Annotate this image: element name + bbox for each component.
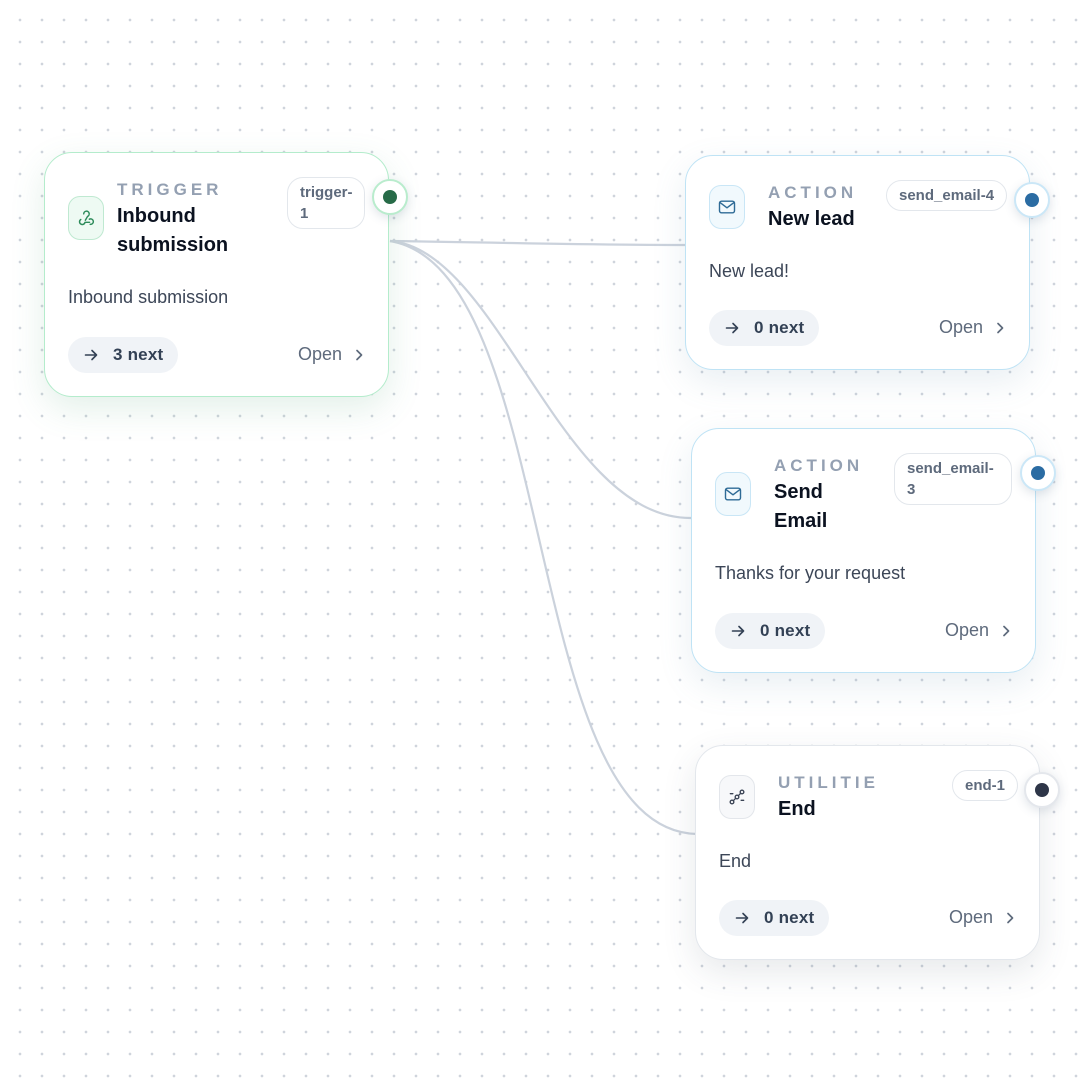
node-kind: TRIGGER xyxy=(117,180,223,199)
next-count-pill[interactable]: 3 next xyxy=(68,337,179,373)
chevron-right-icon xyxy=(1007,912,1014,923)
node-kind: ACTION xyxy=(768,183,858,202)
open-label: Open xyxy=(944,620,989,640)
output-handle-dot xyxy=(1031,466,1045,480)
arrow-right-icon xyxy=(735,912,749,924)
next-count-pill[interactable]: 0 next xyxy=(709,310,820,346)
output-handle[interactable] xyxy=(372,179,408,215)
output-handle[interactable] xyxy=(1014,182,1050,218)
node-action-new-lead[interactable]: ACTION New lead send_email-4 New lead! 0… xyxy=(685,155,1050,370)
next-count-label: 0 next xyxy=(760,621,811,640)
mail-icon-box xyxy=(709,185,745,229)
node-id-badge: end-1 xyxy=(952,770,1019,801)
node-title: End xyxy=(778,798,816,820)
route-icon-box xyxy=(719,775,755,819)
node-description: End xyxy=(719,851,752,871)
arrow-right-icon xyxy=(84,349,98,361)
node-kind: ACTION xyxy=(774,456,864,475)
next-count-pill[interactable]: 0 next xyxy=(719,900,830,936)
open-label: Open xyxy=(297,344,342,364)
node-kind: UTILITIE xyxy=(778,773,879,792)
arrow-right-icon xyxy=(731,625,745,637)
node-trigger-inbound-submission[interactable]: TRIGGER Inbound submission trigger-1 Inb… xyxy=(44,152,408,397)
open-button[interactable]: Open xyxy=(298,344,364,365)
node-title: Inbound submission xyxy=(117,205,229,256)
output-handle-dot xyxy=(1035,783,1049,797)
webhook-icon xyxy=(78,210,95,226)
output-handle-dot xyxy=(383,190,397,204)
mail-icon xyxy=(718,200,736,214)
mail-icon xyxy=(724,487,742,501)
open-label: Open xyxy=(938,317,983,337)
node-id-badge: trigger-1 xyxy=(287,177,365,229)
route-icon xyxy=(729,789,745,805)
webhook-icon-box xyxy=(68,196,104,240)
open-button[interactable]: Open xyxy=(949,907,1015,928)
node-id-badge: send_email-4 xyxy=(886,180,1008,211)
node-description: Inbound submission xyxy=(68,287,229,307)
node-title: New lead xyxy=(768,208,855,230)
node-id-badge: send_email-3 xyxy=(894,453,1012,505)
arrow-right-icon xyxy=(725,322,739,334)
edge-trigger-to-send-email[interactable] xyxy=(389,239,693,520)
node-description: New lead! xyxy=(709,261,790,281)
next-count-label: 3 next xyxy=(113,345,164,364)
next-count-label: 0 next xyxy=(764,908,815,927)
output-handle[interactable] xyxy=(1024,772,1060,808)
open-button[interactable]: Open xyxy=(945,620,1011,641)
node-action-send-email[interactable]: ACTION Send Email send_email-3 Thanks fo… xyxy=(691,428,1056,673)
chevron-right-icon xyxy=(997,322,1004,333)
edge-trigger-to-end[interactable] xyxy=(389,239,698,836)
output-handle-dot xyxy=(1025,193,1039,207)
chevron-right-icon xyxy=(1003,625,1010,636)
edge-trigger-to-new-lead[interactable] xyxy=(389,239,687,247)
open-button[interactable]: Open xyxy=(939,317,1005,338)
output-handle[interactable] xyxy=(1020,455,1056,491)
open-label: Open xyxy=(948,907,993,927)
node-description: Thanks for your request xyxy=(715,563,906,583)
node-utility-end[interactable]: UTILITIE End end-1 End 0 next Open xyxy=(695,745,1060,960)
mail-icon-box xyxy=(715,472,751,516)
next-count-label: 0 next xyxy=(754,318,805,337)
node-title: Send Email xyxy=(774,481,828,532)
chevron-right-icon xyxy=(356,349,363,360)
next-count-pill[interactable]: 0 next xyxy=(715,613,826,649)
